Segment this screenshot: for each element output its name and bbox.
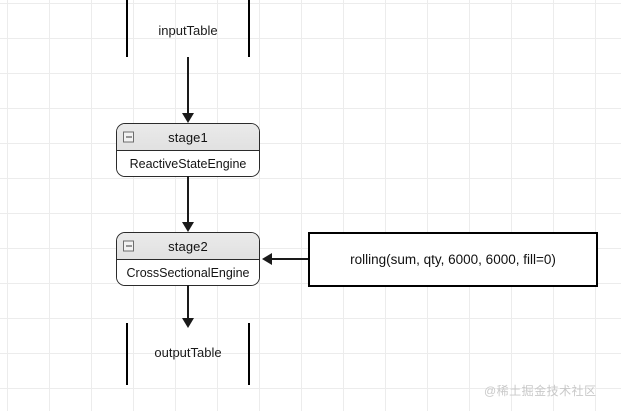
input-table-right-bar — [248, 0, 250, 57]
stage2-body: CrossSectionalEngine — [117, 260, 259, 285]
stage2-engine-label: CrossSectionalEngine — [126, 265, 250, 280]
output-table-label: outputTable — [154, 345, 222, 360]
input-table-label: inputTable — [158, 23, 218, 38]
edge-input-to-stage1-line — [187, 57, 189, 115]
watermark-text: @稀土掘金技术社区 — [484, 384, 597, 398]
output-table-right-bar — [248, 323, 250, 385]
node-rolling-expression[interactable]: rolling(sum, qty, 6000, 6000, fill=0) — [308, 232, 598, 287]
node-stage2[interactable]: stage2 CrossSectionalEngine — [116, 232, 260, 286]
stage1-body: ReactiveStateEngine — [117, 151, 259, 176]
input-table-left-bar — [126, 0, 128, 57]
stage2-header[interactable]: stage2 — [117, 233, 259, 260]
edge-input-to-stage1-arrowhead — [182, 113, 194, 123]
edge-stage2-to-output-arrowhead — [182, 318, 194, 328]
stage1-header[interactable]: stage1 — [117, 124, 259, 151]
stage1-engine-label: ReactiveStateEngine — [129, 156, 247, 171]
rolling-expression-label: rolling(sum, qty, 6000, 6000, fill=0) — [350, 252, 556, 267]
edge-stage1-to-stage2-line — [187, 176, 189, 224]
collapse-minus-icon[interactable] — [123, 240, 134, 252]
collapse-minus-icon[interactable] — [123, 131, 134, 143]
node-stage1[interactable]: stage1 ReactiveStateEngine — [116, 123, 260, 177]
output-table-left-bar — [126, 323, 128, 385]
edge-expression-to-stage2-arrowhead — [262, 253, 272, 265]
edge-stage1-to-stage2-arrowhead — [182, 222, 194, 232]
edge-stage2-to-output-line — [187, 285, 189, 321]
stage2-title: stage2 — [168, 238, 208, 254]
stage1-title: stage1 — [168, 129, 208, 145]
edge-expression-to-stage2-line — [272, 258, 308, 260]
